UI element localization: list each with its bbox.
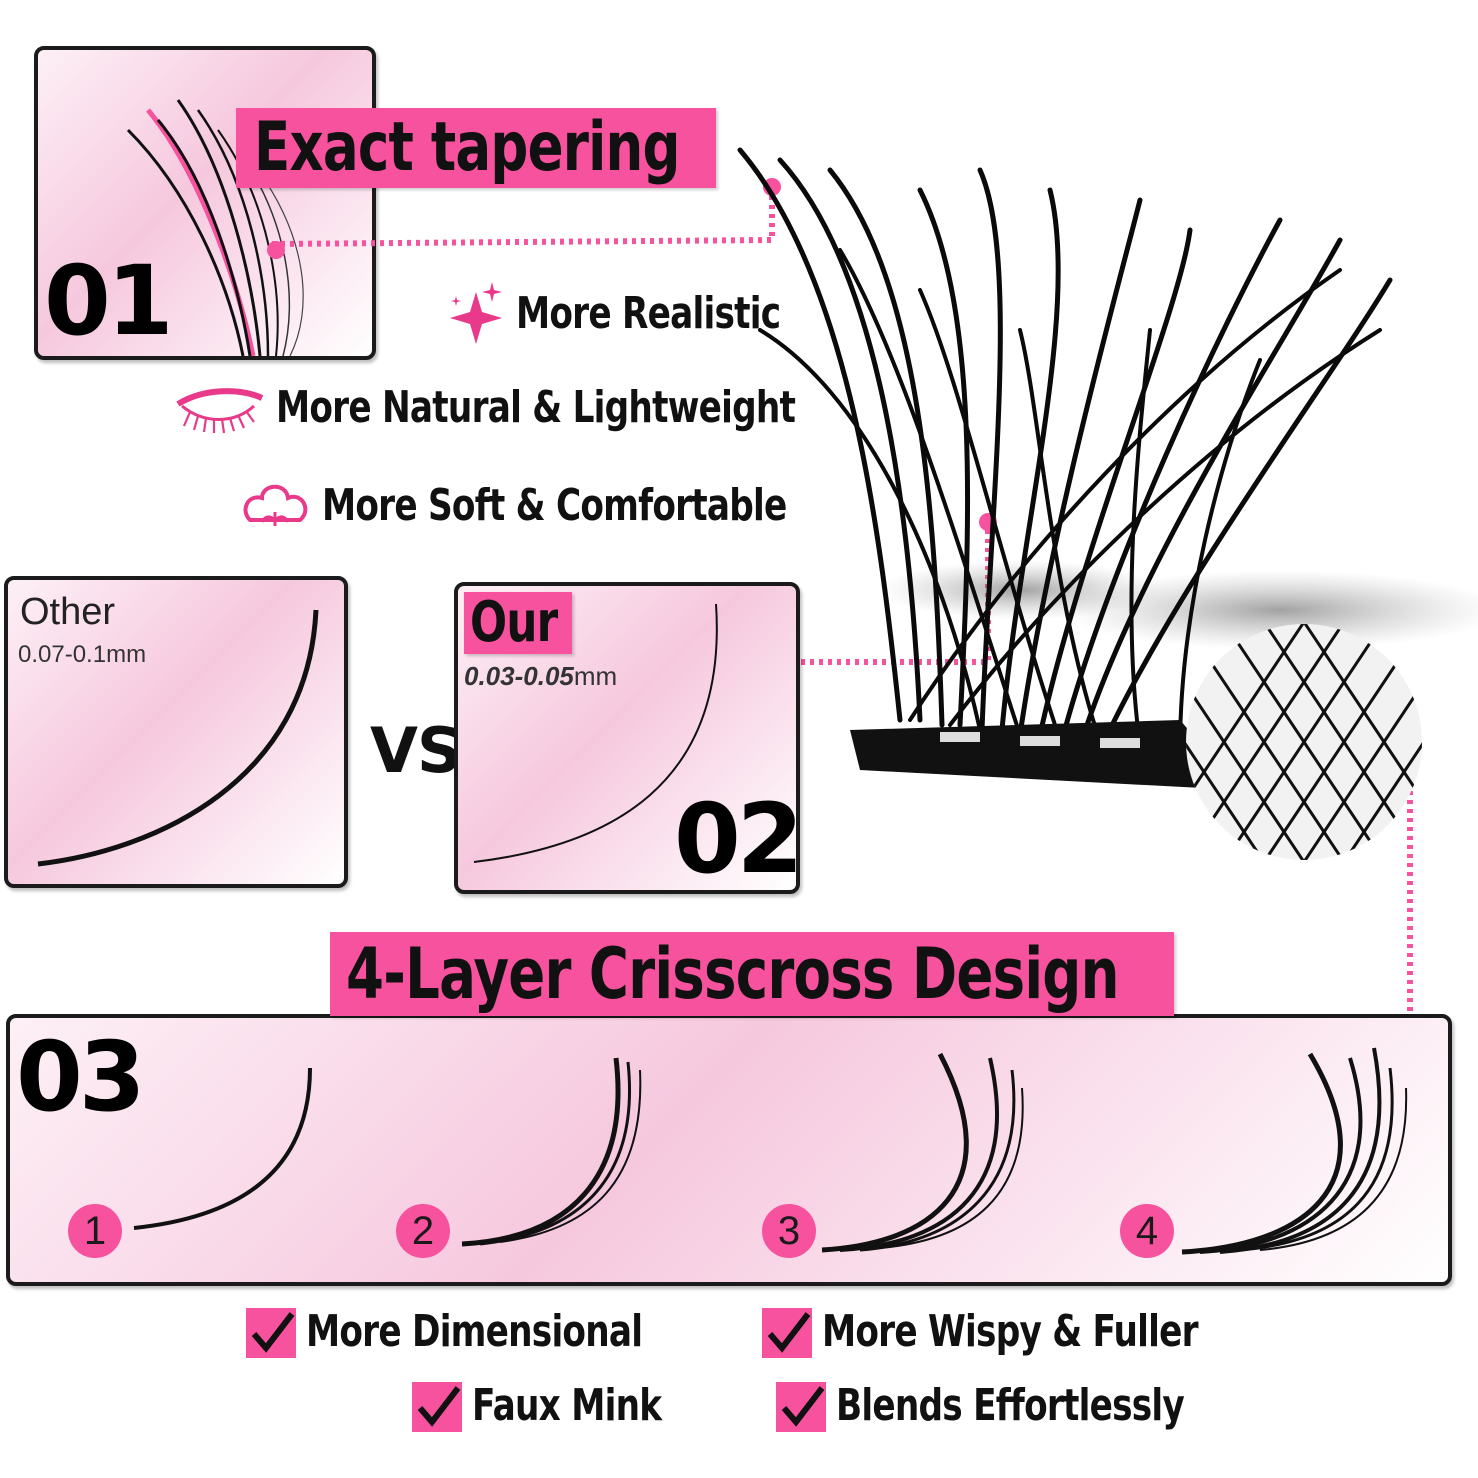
benefit-more-dimensional: More Dimensional [306, 1306, 643, 1357]
other-thickness: 0.07-0.1mm [18, 640, 146, 670]
our-lash-curve [473, 603, 718, 863]
checkmark-icon [776, 1382, 826, 1432]
other-label: Other [20, 591, 116, 633]
tapering-banner: Exact tapering [236, 108, 716, 188]
vs-label: VS [370, 714, 462, 787]
feature-soft-comfortable: More Soft & Comfortable [322, 480, 787, 531]
other-comparison-panel: Other 0.07-0.1mm [4, 576, 348, 888]
layer-4-badge: 4 [1120, 1204, 1174, 1258]
benefit-wispy-fuller: More Wispy & Fuller [822, 1306, 1199, 1357]
our-label-banner: Our [464, 592, 572, 654]
checkmark-icon [246, 1308, 296, 1358]
crisscross-magnified-circle [1186, 624, 1422, 860]
tapering-title: Exact tapering [254, 108, 681, 187]
tapering-panel: 01 [34, 46, 376, 360]
our-thickness: 0.03-0.05mm [464, 660, 617, 692]
feature-more-realistic: More Realistic [516, 288, 781, 339]
layer-2-badge: 2 [396, 1204, 450, 1258]
section-number-03: 03 [16, 1021, 146, 1133]
feature-natural-lightweight: More Natural & Lightweight [276, 382, 796, 433]
sparkle-icon [450, 282, 502, 344]
our-thickness-value: 0.03-0.05 [464, 661, 574, 691]
layer-lash-illustrations [133, 1047, 1408, 1255]
our-comparison-panel: Our 0.03-0.05mm 02 [454, 582, 800, 894]
other-thickness-unit: mm [106, 641, 147, 668]
our-label: Our [470, 590, 558, 655]
cotton-icon [243, 484, 308, 526]
checkmark-icon [412, 1382, 462, 1432]
other-lash-curve [37, 609, 319, 867]
layer-1-badge: 1 [68, 1204, 122, 1258]
benefit-blends-effortlessly: Blends Effortlessly [836, 1380, 1185, 1431]
eyelash-icon [176, 388, 264, 434]
lash-cluster-illustration [737, 147, 1478, 790]
layer-3-badge: 3 [762, 1204, 816, 1258]
our-thickness-unit: mm [573, 661, 618, 691]
crisscross-title: 4-Layer Crisscross Design [346, 933, 1119, 1015]
section-number-01: 01 [44, 245, 174, 357]
other-thickness-value: 0.07-0.1 [18, 641, 107, 668]
checkmark-icon [762, 1308, 812, 1358]
crisscross-banner: 4-Layer Crisscross Design [330, 932, 1174, 1016]
tapered-lash-illustration [126, 99, 304, 356]
crisscross-panel: 03 1 2 3 4 [6, 1014, 1452, 1286]
benefit-faux-mink: Faux Mink [472, 1380, 662, 1431]
section-number-02: 02 [674, 783, 800, 894]
